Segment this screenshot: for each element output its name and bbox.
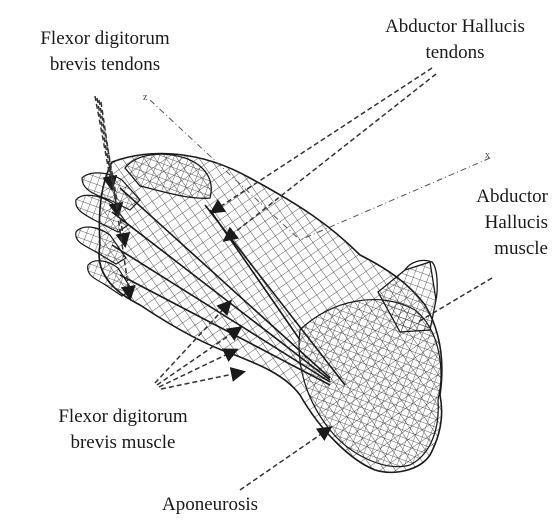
leader-aponeurosis [240, 428, 330, 490]
label-ah-muscle-line1: Abductor [430, 184, 548, 210]
label-ah-tendons-line2: tendons [360, 40, 550, 66]
label-ah-tendons: Abductor Hallucis tendons [360, 14, 550, 66]
label-ah-muscle-line3: muscle [430, 236, 548, 262]
label-fdb-muscle: Flexor digitorum brevis muscle [18, 404, 228, 456]
label-fdb-tendons-line2: brevis tendons [10, 52, 200, 78]
label-ah-muscle-line2: Hallucis [430, 210, 548, 236]
label-fdb-muscle-line1: Flexor digitorum [18, 404, 228, 430]
label-fdb-muscle-line2: brevis muscle [18, 430, 228, 456]
label-aponeurosis-text: Aponeurosis [130, 492, 290, 518]
label-ah-tendons-line1: Abductor Hallucis [360, 14, 550, 40]
axis-marker-right: x [485, 150, 490, 161]
label-aponeurosis: Aponeurosis [130, 492, 290, 518]
label-fdb-tendons-line1: Flexor digitorum [10, 26, 200, 52]
label-fdb-tendons: Flexor digitorum brevis tendons [10, 26, 200, 78]
leader-ah-tendons-2 [225, 74, 436, 240]
label-ah-muscle: Abductor Hallucis muscle [430, 184, 548, 262]
leader-fdb-muscle-3 [159, 350, 236, 387]
axis-marker-upper: z [143, 92, 148, 103]
